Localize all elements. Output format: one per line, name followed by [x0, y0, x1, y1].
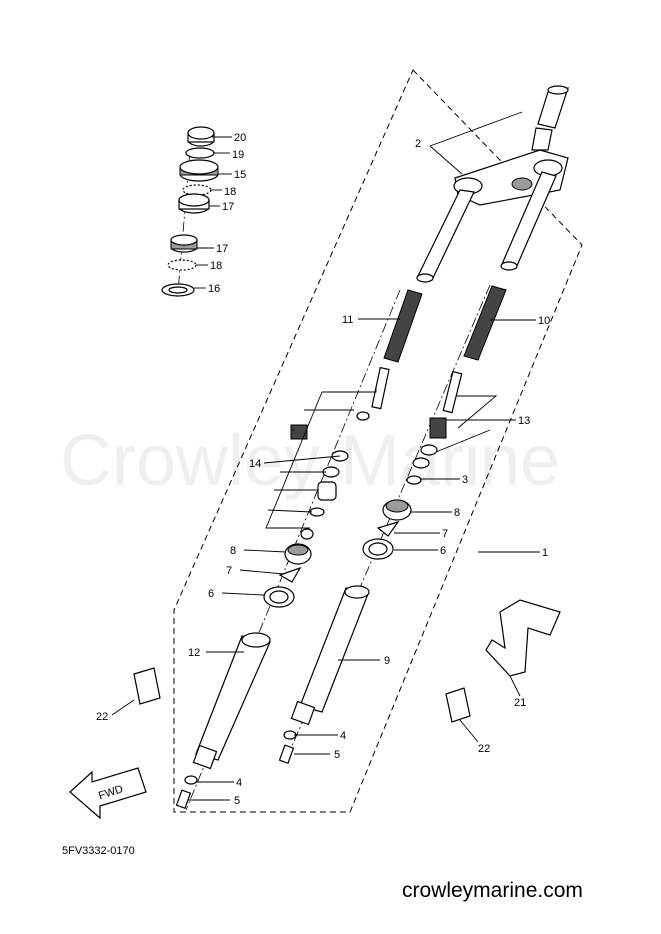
callout-2: 2 — [415, 138, 421, 150]
callout-17b: 17 — [216, 243, 228, 255]
callout-13: 13 — [518, 415, 530, 427]
callout-14: 14 — [249, 458, 261, 470]
fork-cover — [485, 599, 561, 677]
callout-1: 1 — [542, 547, 548, 559]
diagram-code: 5FV3332-0170 — [62, 845, 135, 857]
callout-22a: 22 — [96, 711, 108, 723]
decal-left — [133, 667, 161, 705]
callout-9: 9 — [384, 655, 390, 667]
watermark: Crowley Marine — [60, 421, 561, 501]
callout-16: 16 — [208, 283, 220, 295]
callout-8b: 8 — [454, 507, 460, 519]
decal-right — [445, 687, 471, 723]
fork-spring-left — [383, 289, 423, 363]
fork-seals-left — [263, 543, 312, 608]
callout-6a: 6 — [208, 588, 214, 600]
site-footer[interactable]: crowleymarine.com — [402, 879, 583, 902]
callout-20: 20 — [234, 132, 246, 144]
upper-bracket-steering-stem — [416, 85, 569, 283]
callout-5a: 5 — [234, 795, 240, 807]
callout-4a: 4 — [236, 777, 242, 789]
callout-18a: 18 — [224, 186, 236, 198]
callout-7a: 7 — [226, 565, 232, 577]
callout-17a: 17 — [222, 201, 234, 213]
callouts: 20 19 15 18 17 17 18 16 2 11 10 13 14 3 … — [96, 132, 550, 807]
drain-bolt-left — [175, 775, 198, 809]
callout-4b: 4 — [340, 730, 346, 742]
assembly-boundary — [173, 69, 583, 813]
callout-11: 11 — [342, 314, 353, 326]
callout-18b: 18 — [210, 260, 222, 272]
callout-7b: 7 — [442, 528, 448, 540]
damper-rod-right — [406, 370, 463, 485]
steering-bearing-stack — [161, 126, 219, 297]
callout-15: 15 — [234, 169, 246, 181]
outer-tube-right — [290, 585, 370, 726]
forward-arrow: FWD — [69, 767, 147, 820]
callout-12: 12 — [188, 647, 200, 659]
callout-21: 21 — [514, 697, 526, 709]
fork-spring-right — [463, 285, 507, 361]
leader-lines — [111, 111, 540, 801]
centerline-right — [285, 284, 491, 761]
callout-22b: 22 — [478, 743, 490, 755]
callout-6b: 6 — [440, 545, 446, 557]
callout-8a: 8 — [230, 545, 236, 557]
damper-rod-left — [290, 366, 390, 540]
outer-tube-left — [192, 632, 271, 770]
drain-bolt-right — [278, 730, 297, 764]
callout-3: 3 — [462, 474, 468, 486]
callout-5b: 5 — [334, 749, 340, 761]
callout-19: 19 — [232, 149, 244, 161]
callout-10: 10 — [538, 315, 550, 327]
fork-seals-right — [362, 499, 412, 560]
